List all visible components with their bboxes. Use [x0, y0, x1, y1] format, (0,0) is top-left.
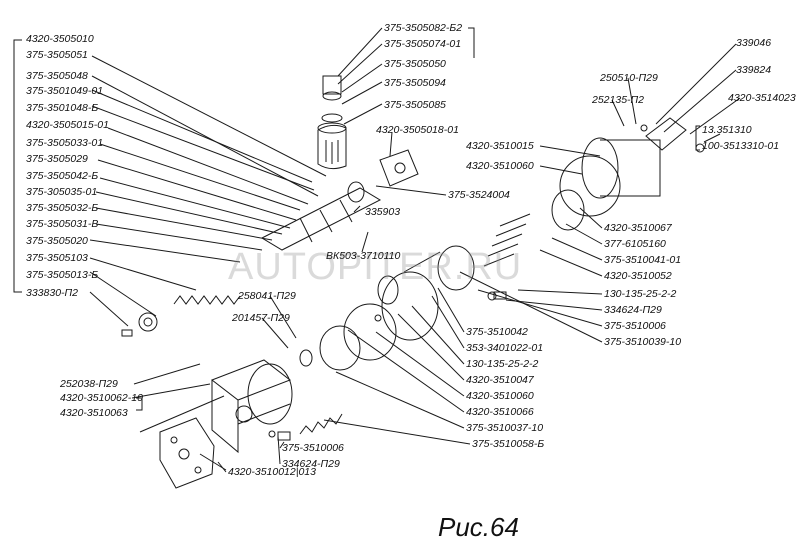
- part-label: 375-3510058-Б: [472, 438, 545, 450]
- valve-housing: [317, 124, 347, 170]
- part-label: 375-3505050: [384, 58, 446, 70]
- part-label: 375-3510006: [282, 442, 344, 454]
- left-group-bracket: [13, 39, 22, 293]
- part-label: 375-3510039-10: [604, 336, 682, 348]
- part-label: 334624-П29: [604, 304, 662, 316]
- part-label: 377-6105160: [604, 238, 666, 250]
- part-label: 4320-3514023: [728, 92, 796, 104]
- part-label: 375-3501049-01: [26, 85, 104, 97]
- part-label: 100-3513310-01: [702, 140, 780, 152]
- part-label: 4320-3510067: [604, 222, 672, 234]
- part-label: 4320-3505015-01: [26, 119, 109, 131]
- part-label: 13.351310: [702, 124, 752, 136]
- part-label: 375-3510042: [466, 326, 528, 338]
- part-label: 375-3505082-Б2: [384, 22, 463, 34]
- part-label: 4320-3510047: [466, 374, 534, 386]
- top-group-bracket: [468, 27, 475, 58]
- end-nut: [138, 312, 158, 332]
- part-label: 375-3505051: [26, 49, 88, 61]
- right-group-bracket: [695, 125, 700, 151]
- mounting-plate: [159, 417, 215, 489]
- part-label: 375-3501048-Б: [26, 102, 99, 114]
- part-label: 375-3505048: [26, 70, 88, 82]
- part-label: 375-3510006: [604, 320, 666, 332]
- part-label: 201457-П29: [232, 312, 290, 324]
- part-label: 258041-П29: [238, 290, 296, 302]
- part-label: 375-3505032-Б: [26, 202, 99, 214]
- part-label: 339824: [736, 64, 772, 76]
- part-label: 353-3401022-01: [466, 342, 544, 354]
- leader-line: [91, 55, 327, 177]
- part-label: 375-3505031-В: [26, 218, 99, 230]
- push-rod: [139, 395, 225, 433]
- flange-plate: [379, 149, 419, 187]
- brake-chamber-housing: [600, 139, 661, 197]
- part-label: 375-3505103: [26, 252, 88, 264]
- power-spring: [483, 213, 531, 267]
- part-label: 4320-3510015: [466, 140, 534, 152]
- valve-cap: [322, 91, 342, 101]
- part-label: 375-3505085: [384, 99, 446, 111]
- part-label: 4320-3510012|013: [228, 466, 316, 478]
- part-label: 252038-П29: [60, 378, 118, 390]
- watermark: AUTOPITER.RU: [228, 246, 523, 288]
- part-label: 130-135-25-2-2: [604, 288, 677, 300]
- part-label: 375-3510037-10: [466, 422, 544, 434]
- part-label: 334624-П29: [282, 458, 340, 470]
- part-label: 375-3505013-Б: [26, 269, 99, 281]
- part-label: 4320-3510052: [604, 270, 672, 282]
- sensor-bracket: [645, 117, 687, 151]
- part-label: 252135-П2: [592, 94, 644, 106]
- part-label: 4320-3505010: [26, 33, 94, 45]
- part-label: 339046: [736, 37, 772, 49]
- piston-rod: [403, 251, 441, 273]
- part-label: 375-3505094: [384, 77, 446, 89]
- figure-caption: Рис.64: [438, 512, 519, 542]
- valve-body-shaft: [260, 187, 382, 251]
- diaphragm-ring: [381, 271, 439, 341]
- cylinder-body: [211, 380, 239, 454]
- part-label: 375-3505074-01: [384, 38, 462, 50]
- lower-spring: [299, 413, 343, 435]
- part-label: 130-135-25-2-2: [466, 358, 539, 370]
- part-label: 4320-3505018-01: [376, 124, 459, 136]
- part-label: 375-3505042-Б: [26, 170, 99, 182]
- part-label: 335903: [365, 206, 401, 218]
- part-label: 4320-3510062-10: [60, 392, 143, 404]
- part-label: 4320-3510063: [60, 407, 128, 419]
- part-label: 375-3510041-01: [604, 254, 682, 266]
- part-label: 4320-3510060: [466, 160, 534, 172]
- return-spring: [173, 295, 241, 305]
- part-label: 375-3505033-01: [26, 137, 104, 149]
- part-label: ВК503-3710110: [326, 250, 401, 262]
- part-label: 333830-П2: [26, 287, 78, 299]
- part-label: 375-305035-01: [26, 186, 98, 198]
- part-label: 375-3505020: [26, 235, 88, 247]
- diaphragm: [319, 325, 361, 371]
- part-label: 4320-3510060: [466, 390, 534, 402]
- part-label: 375-3524004: [448, 189, 510, 201]
- bottom-group-bracket: [136, 397, 143, 411]
- part-label: 250510-П29: [600, 72, 658, 84]
- part-label: 375-3505029: [26, 153, 88, 165]
- part-label: 4320-3510066: [466, 406, 534, 418]
